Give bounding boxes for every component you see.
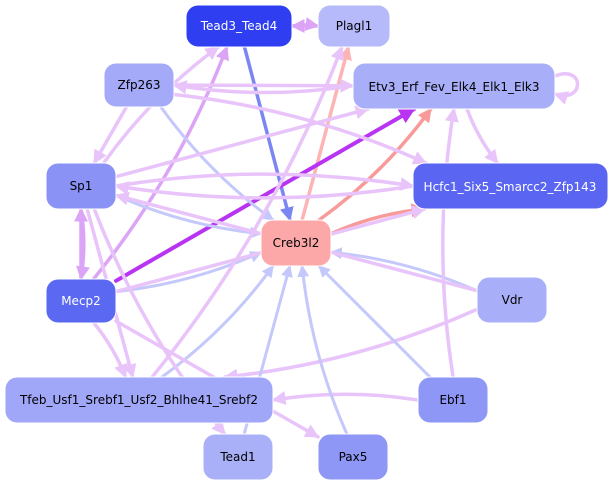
edge-mecp2-to-creb3l2 xyxy=(114,250,263,294)
node-box xyxy=(45,278,117,324)
edge-vdr-to-creb3l2 xyxy=(329,247,479,293)
edge-ebf1-to-creb3l2 xyxy=(317,264,432,379)
node-ebf1[interactable]: Ebf1 xyxy=(417,376,489,424)
node-zfp263[interactable]: Zfp263 xyxy=(103,62,175,108)
edge-pax5-to-creb3l2 xyxy=(297,264,349,436)
edges-layer xyxy=(74,17,580,439)
node-box xyxy=(412,162,609,210)
node-sp1[interactable]: Sp1 xyxy=(45,162,117,210)
node-creb3l2[interactable]: Creb3l2 xyxy=(260,219,332,267)
node-mecp2[interactable]: Mecp2 xyxy=(45,278,117,324)
edge-zfp263-to-hcfc1 xyxy=(172,92,428,165)
node-label: Ebf1 xyxy=(439,393,466,407)
edge-etv3-to-etv3 xyxy=(553,72,580,105)
node-vdr[interactable]: Vdr xyxy=(476,276,548,324)
edge-etv3-to-zfp263 xyxy=(172,80,355,95)
node-hcfc1-six5-smarcc2-zfp143[interactable]: Hcfc1_Six5_Smarcc2_Zfp143 xyxy=(412,162,609,210)
node-plagl1[interactable]: Plagl1 xyxy=(317,4,391,48)
edge-sp1-to-creb3l2 xyxy=(114,193,263,239)
node-box xyxy=(103,62,175,108)
node-label: Plagl1 xyxy=(336,19,373,33)
node-label: Sp1 xyxy=(70,179,93,193)
node-box xyxy=(202,433,274,481)
node-pax5[interactable]: Pax5 xyxy=(317,433,389,481)
node-box xyxy=(317,4,391,48)
edge-sp1-to-hcfc1 xyxy=(114,172,415,191)
edge-tfeb-to-plagl1 xyxy=(150,45,344,379)
node-label: Etv3_Erf_Fev_Elk4_Elk1_Elk3 xyxy=(369,80,540,94)
node-label: Tead3_Tead4 xyxy=(200,19,278,33)
edge-zfp263-to-etv3 xyxy=(172,78,355,93)
edge-mecp2-to-etv3 xyxy=(114,107,417,283)
edge-creb3l2-to-etv3 xyxy=(317,107,433,222)
node-label: Pax5 xyxy=(339,450,368,464)
node-label: Zfp263 xyxy=(118,78,161,92)
node-label: Tead1 xyxy=(219,450,255,464)
node-box xyxy=(185,4,293,48)
node-box xyxy=(476,276,548,324)
node-box xyxy=(352,62,556,110)
edge-ebf1-to-etv3 xyxy=(441,107,459,379)
node-tead1[interactable]: Tead1 xyxy=(202,433,274,481)
node-box xyxy=(317,433,389,481)
node-label: Vdr xyxy=(502,293,523,307)
node-box xyxy=(260,219,332,267)
edge-creb3l2-to-plagl1 xyxy=(300,45,352,222)
edge-sp1-to-etv3 xyxy=(114,105,370,179)
node-label: Creb3l2 xyxy=(273,236,320,250)
node-label: Hcfc1_Six5_Smarcc2_Zfp143 xyxy=(424,180,597,194)
edge-zfp263-to-creb3l2 xyxy=(159,105,275,222)
edge-zfp263-to-sp1 xyxy=(92,105,129,165)
node-box xyxy=(4,376,274,424)
node-tead3-tead4[interactable]: Tead3_Tead4 xyxy=(185,4,293,48)
edge-mecp2-to-tead3_tead4 xyxy=(91,45,229,281)
node-etv3-erf-fev-elk4-elk1-elk3[interactable]: Etv3_Erf_Fev_Elk4_Elk1_Elk3 xyxy=(352,62,556,110)
node-box xyxy=(45,162,117,210)
node-label: Mecp2 xyxy=(61,294,101,308)
nodes-layer: Tead3_Tead4 Plagl1 Zfp263 Etv3_Erf_Fev_E… xyxy=(4,4,609,481)
edge-hcfc1-to-sp1 xyxy=(114,181,415,200)
node-tfeb-usf1-srebf1-usf2-bhlhe41-srebf2[interactable]: Tfeb_Usf1_Srebf1_Usf2_Bhlhe41_Srebf2 xyxy=(4,376,274,424)
edge-tfeb-to-creb3l2 xyxy=(160,264,275,379)
node-label: Tfeb_Usf1_Srebf1_Usf2_Bhlhe41_Srebf2 xyxy=(19,393,258,407)
edge-etv3-to-hcfc1 xyxy=(465,107,500,165)
node-box xyxy=(417,376,489,424)
edge-ebf1-to-tfeb xyxy=(271,391,420,405)
